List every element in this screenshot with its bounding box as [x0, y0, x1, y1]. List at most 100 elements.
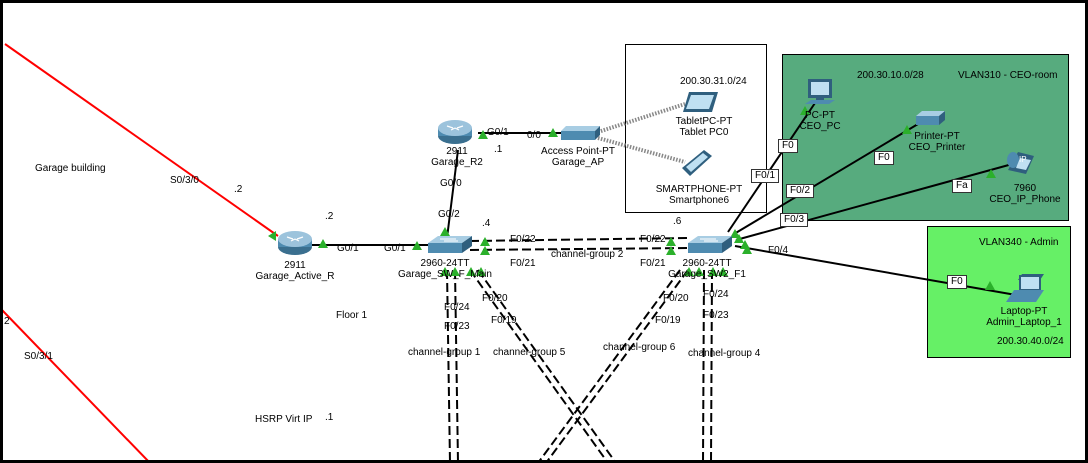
port-label-active-g01: G0/1	[337, 243, 359, 254]
channel-group-5: channel-group 5	[493, 347, 566, 358]
ip-label-s031: 2	[4, 316, 10, 327]
link-sw2-laptop[interactable]	[734, 245, 1017, 296]
port-label-printer-f0: F0	[874, 151, 894, 165]
tablet-model: TabletPC-PT	[675, 116, 733, 127]
link-status-markers	[268, 106, 996, 290]
port-label-sw1-f020: F0/20	[482, 293, 508, 304]
port-label-sw2-f024: F0/24	[703, 289, 729, 300]
ceo-phone-name: CEO_IP_Phone	[989, 194, 1061, 205]
port-label-laptop-f0: F0	[947, 275, 967, 289]
etherchannel-2b[interactable]	[469, 247, 689, 251]
link-sw2-pc[interactable]	[727, 102, 816, 233]
channel-group-4: channel-group 4	[688, 348, 761, 359]
etherchannel-4b[interactable]	[710, 269, 713, 463]
ceo-vlan-label: VLAN310 - CEO-room	[958, 70, 1058, 81]
etherchannel-6b[interactable]	[545, 269, 689, 463]
sw2-name: Garage_SW2_F1	[668, 269, 746, 280]
switch-icon[interactable]	[688, 236, 732, 253]
etherchannel-4a[interactable]	[702, 269, 705, 463]
sw2-model: 2960-24TT	[682, 258, 732, 269]
port-label-sw2-f01: F0/1	[751, 169, 780, 183]
ceo-printer-name: CEO_Printer	[908, 142, 966, 153]
port-label-phone-fa: Fa	[952, 179, 972, 193]
ip-label-active: .2	[325, 211, 334, 222]
switch-icon[interactable]	[428, 236, 472, 253]
ip-label-sw2: .6	[673, 216, 682, 227]
tablet-icon[interactable]	[683, 92, 718, 112]
access-point-icon[interactable]	[561, 126, 600, 140]
ap-model: Access Point-PT	[541, 146, 615, 157]
ceo-printer-model: Printer-PT	[914, 131, 960, 142]
port-label-sw1-f022: F0/22	[510, 234, 536, 245]
etherchannel-1a[interactable]	[446, 269, 451, 463]
ceo-subnet: 200.30.10.0/28	[857, 70, 924, 81]
admin-subnet: 200.30.40.0/24	[997, 336, 1064, 347]
port-label-sw1-f021: F0/21	[510, 258, 536, 269]
r2-name: Garage_R2	[431, 157, 483, 168]
ip-label-r2: .1	[494, 144, 503, 155]
port-label-sw1-f023: F0/23	[444, 321, 470, 332]
port-label-pc-f0: F0	[778, 139, 798, 153]
port-label-sw2-f021: F0/21	[640, 258, 666, 269]
ap-name: Garage_AP	[551, 157, 605, 168]
port-label-ap: 0/0	[527, 130, 541, 141]
r2-model: 2911	[446, 146, 468, 157]
pc-icon[interactable]	[805, 79, 835, 104]
link-r2-sw1[interactable]	[446, 149, 459, 239]
etherchannel-5b[interactable]	[477, 269, 617, 463]
wireless-area	[625, 44, 767, 213]
admin-laptop-model: Laptop-PT	[1000, 306, 1048, 317]
ceo-pc-name: CEO_PC	[799, 121, 841, 132]
smartphone-icon[interactable]	[682, 150, 712, 176]
wireless-link-tablet[interactable]	[597, 102, 686, 134]
tablet-name: Tablet PC0	[679, 127, 729, 138]
smartphone-name: Smartphone6	[668, 195, 730, 206]
serial-link-s030[interactable]	[4, 43, 279, 237]
ip-phone-icon[interactable]	[1007, 152, 1034, 174]
ceo-phone-model: 7960	[1013, 183, 1037, 194]
floor1-note: Floor 1	[336, 310, 368, 321]
printer-icon[interactable]	[916, 111, 945, 125]
link-sw2-ipphone[interactable]	[735, 162, 1017, 241]
port-label-sw2-f03: F0/3	[780, 213, 809, 227]
ip-label-sw1: .4	[482, 218, 491, 229]
port-label-sw2-f04: F0/4	[768, 245, 789, 256]
port-label-sw2-f020: F0/20	[663, 293, 689, 304]
hsrp-ip: .1	[325, 412, 334, 423]
router-icon[interactable]	[438, 120, 472, 144]
ip-phone-badge: IP	[1019, 155, 1027, 164]
port-label-sw2-f019: F0/19	[655, 315, 681, 326]
active-router-name: Garage_Active_R	[255, 271, 335, 282]
active-router-model: 2911	[284, 260, 306, 271]
laptop-icon[interactable]	[1006, 274, 1044, 302]
channel-group-1: channel-group 1	[408, 347, 481, 358]
etherchannel-1b[interactable]	[454, 269, 459, 463]
admin-vlan-label: VLAN340 - Admin	[979, 237, 1059, 248]
wireless-link-phone[interactable]	[597, 136, 686, 164]
port-label-r2-g00: G0/0	[440, 178, 462, 189]
link-sw2-printer[interactable]	[733, 123, 919, 235]
port-label-sw2-f022: F0/22	[640, 234, 666, 245]
etherchannel-2a[interactable]	[469, 237, 689, 242]
etherchannel-5a[interactable]	[469, 269, 609, 463]
port-label-sw1-f024: F0/24	[444, 302, 470, 313]
hsrp-note: HSRP Virt IP	[255, 414, 313, 425]
wireless-subnet: 200.30.31.0/24	[680, 76, 747, 87]
router-icon[interactable]	[278, 231, 312, 255]
ip-label-s030: .2	[234, 184, 243, 195]
port-label-sw1-f019: F0/19	[491, 315, 517, 326]
port-label-s031: S0/3/1	[24, 351, 53, 362]
port-label-sw2-f02: F0/2	[786, 184, 815, 198]
port-label-sw2-f023: F0/23	[703, 310, 729, 321]
port-label-sw1-g01: G0/1	[384, 243, 406, 254]
sw1-name: Garage_SW_F_Main	[398, 269, 492, 280]
channel-group-6: channel-group 6	[603, 342, 676, 353]
smartphone-model: SMARTPHONE-PT	[655, 184, 743, 195]
sw1-model: 2960-24TT	[420, 258, 470, 269]
port-label-s030: S0/3/0	[170, 175, 199, 186]
etherchannel-6a[interactable]	[537, 269, 681, 463]
serial-link-s031[interactable]	[1, 309, 151, 463]
channel-group-2: channel-group 2	[551, 249, 624, 260]
